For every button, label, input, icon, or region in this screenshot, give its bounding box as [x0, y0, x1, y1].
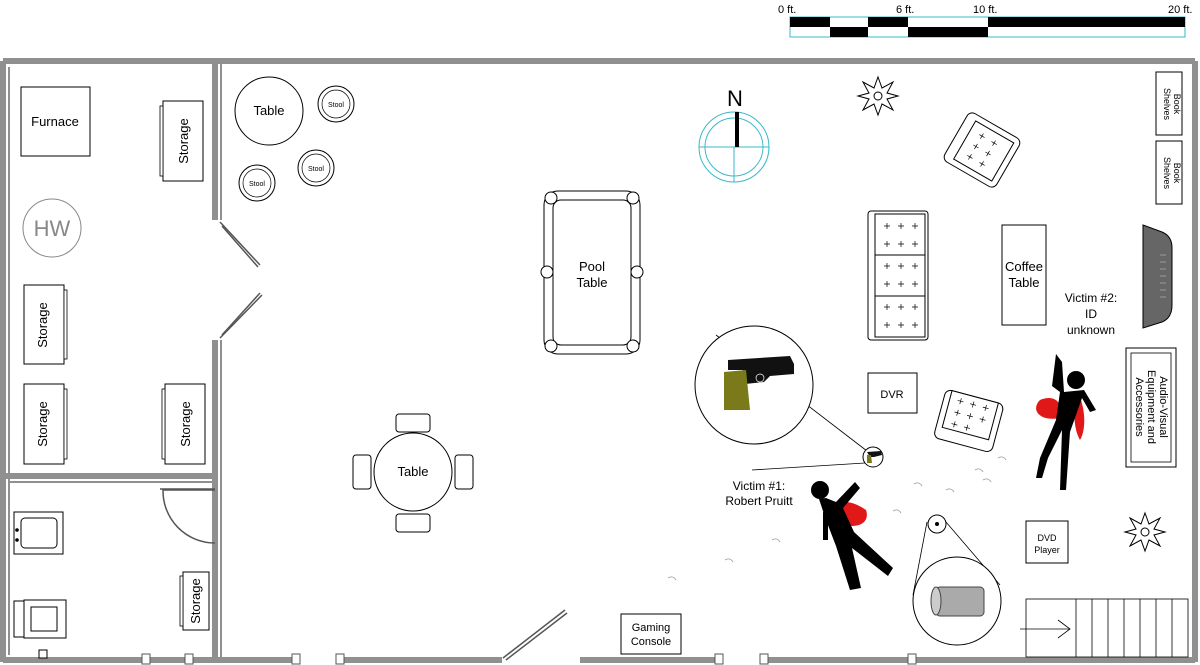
stool-1-label: Stool	[328, 102, 344, 109]
scale-bar: 0 ft. 6 ft. 10 ft. 20 ft.	[778, 4, 1192, 38]
scale-tick-20: 20 ft.	[1168, 4, 1192, 16]
stool-2-label: Stool	[308, 166, 324, 173]
storage-furnace-4: Storage	[161, 383, 206, 465]
audio-visual-cabinet: Audio-Visual Equipment and Accessories	[1125, 347, 1177, 468]
bookshelves-2-label-line2: Shelves	[1162, 157, 1172, 190]
storage-furnace-4-label: Storage	[178, 401, 193, 447]
victim-1-outline: Victim #1: Robert Pruitt	[725, 479, 893, 590]
gaming-console-label-line2: Console	[631, 636, 671, 648]
bookshelves-1-label-line2: Shelves	[1162, 88, 1172, 121]
bookshelves-1-label-line1: Book	[1172, 94, 1182, 115]
gun-icon	[724, 356, 794, 410]
gun-evidence	[694, 325, 884, 471]
pool-table-label-line1: Pool	[579, 259, 605, 274]
trail-marks	[667, 456, 1007, 581]
scale-tick-10: 10 ft.	[973, 4, 997, 16]
armchair-bottom	[934, 389, 1004, 453]
bookshelves-1: Book Shelves	[1155, 71, 1183, 136]
gaming-console-label-line1: Gaming	[632, 622, 671, 634]
dvr-label: DVR	[880, 389, 903, 401]
toilet	[13, 599, 67, 639]
dvr: DVR	[867, 372, 918, 414]
staircase	[1020, 598, 1189, 658]
storage-furnace-2-label: Storage	[35, 302, 50, 348]
pool-table: Pool Table	[540, 190, 644, 355]
dvd-player: DVD Player	[1025, 520, 1069, 564]
storage-furnace-2: Storage	[23, 284, 68, 365]
stool-1: Stool	[317, 85, 355, 123]
storage-bathroom: Storage	[179, 571, 210, 631]
stool-3-label: Stool	[249, 181, 265, 188]
victim-2-outline: Victim #2: ID unknown	[1036, 291, 1117, 490]
round-table-top-label: Table	[253, 103, 284, 118]
scale-tick-0: 0 ft.	[778, 4, 796, 16]
sofa	[867, 210, 929, 341]
coffee-table: Coffee Table	[1001, 224, 1047, 326]
victim-1-label-line2: Robert Pruitt	[725, 494, 793, 508]
av-label-line2: Equipment and	[1145, 370, 1157, 444]
bookshelves-2: Book Shelves	[1155, 140, 1183, 205]
storage-furnace-1-label: Storage	[176, 118, 191, 164]
round-table-center: Table	[352, 413, 474, 533]
dvd-player-label-line1: DVD	[1037, 533, 1057, 543]
av-label-line3: Accessories	[1133, 377, 1145, 437]
gaming-console: Gaming Console	[620, 613, 682, 655]
compass-north-label: N	[727, 86, 743, 111]
storage-bathroom-label: Storage	[188, 578, 203, 624]
walls	[0, 58, 1198, 663]
armchair-top	[943, 112, 1021, 188]
scale-tick-6: 6 ft.	[896, 4, 914, 16]
bookshelves-2-label-line1: Book	[1172, 163, 1182, 184]
dvd-player-label-line2: Player	[1034, 545, 1060, 555]
storage-furnace-3: Storage	[23, 383, 68, 465]
furnace-label: Furnace	[31, 114, 79, 129]
furnace: Furnace	[20, 86, 91, 157]
water-heater-label: HW	[34, 216, 71, 241]
plant-top	[856, 75, 900, 117]
victim-1-label-line1: Victim #1:	[733, 479, 785, 493]
av-label-line1: Audio-Visual	[1157, 376, 1169, 438]
round-table-center-label: Table	[397, 464, 428, 479]
coffee-table-label-line1: Coffee	[1005, 259, 1043, 274]
gun-small-icon	[867, 451, 882, 463]
storage-furnace-3-label: Storage	[35, 401, 50, 447]
plant-bottom	[1123, 511, 1167, 553]
doors	[160, 221, 568, 661]
sink	[13, 511, 64, 555]
coffee-table-label-line2: Table	[1008, 275, 1039, 290]
victim-2-label-line1: Victim #2:	[1065, 291, 1117, 305]
pool-table-label-line2: Table	[576, 275, 607, 290]
victim-2-label-line3: unknown	[1067, 323, 1115, 337]
stool-3: Stool	[238, 164, 276, 202]
north-compass: N	[698, 86, 770, 183]
television	[1142, 224, 1173, 329]
stool-2: Stool	[297, 149, 335, 187]
round-table-top: Table	[234, 76, 304, 146]
rolled-object	[912, 514, 1002, 646]
storage-furnace-1: Storage	[159, 100, 204, 182]
water-heater: HW	[22, 198, 82, 258]
victim-2-label-line2: ID	[1085, 307, 1097, 321]
